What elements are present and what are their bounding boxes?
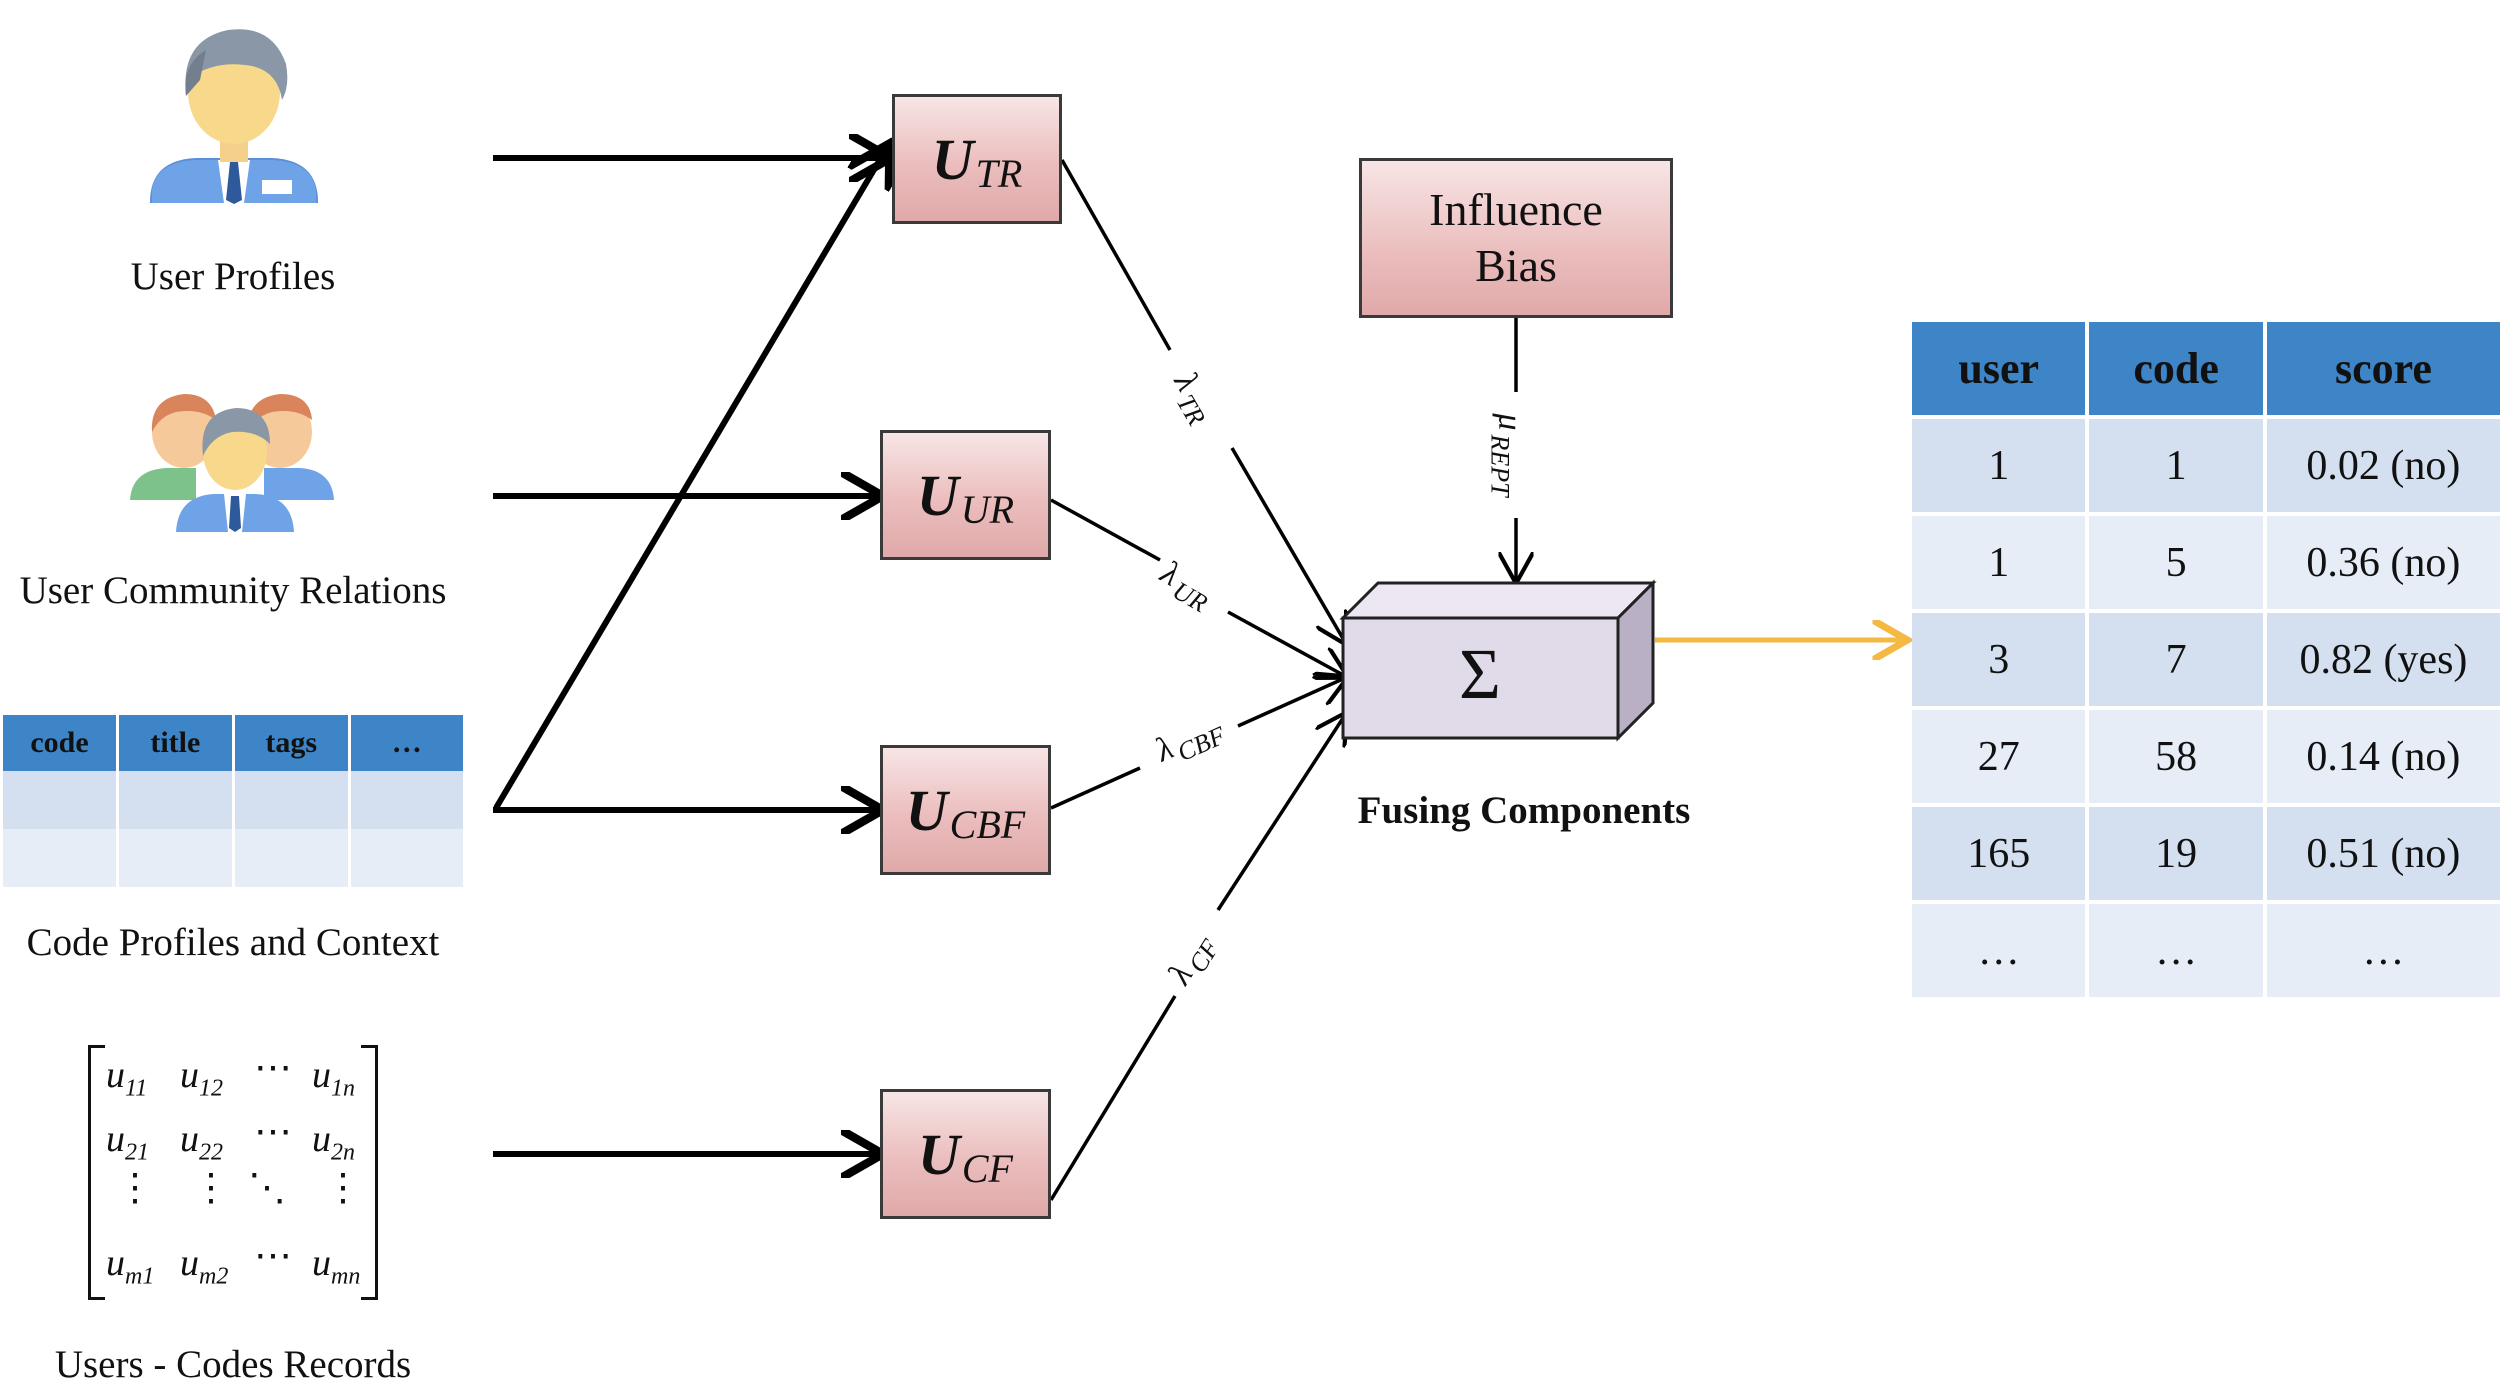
out-cell-score: 0.02 (no) — [2266, 419, 2500, 512]
out-header-code: code — [2089, 322, 2263, 415]
table-row: 165 19 0.51 (no) — [1912, 807, 2500, 900]
matrix-cell-u2n: u2n — [312, 1118, 355, 1166]
sigma-symbol: Σ — [1459, 634, 1501, 714]
out-cell-score: 0.51 (no) — [2266, 807, 2500, 900]
code-table-cell — [350, 829, 463, 887]
arrow-code-to-tr — [493, 146, 888, 810]
out-cell-code: 19 — [2089, 807, 2263, 900]
matrix-left-bracket — [88, 1045, 105, 1300]
out-cell-score: … — [2266, 904, 2500, 997]
arrow-cf-to-fusion-b — [1216, 715, 1345, 911]
code-table-header-code: code — [3, 715, 116, 771]
arrow-ur-to-fusion-a — [1050, 498, 1161, 562]
community-relations-label: User Community Relations — [19, 569, 447, 612]
influence-bias-line1: Influence — [1429, 184, 1603, 235]
fusing-components-label: Fusing Components — [1357, 789, 1691, 832]
matrix-cell-u22: u22 — [180, 1118, 223, 1166]
user-code-matrix: u11 u12 ⋯ u1n u21 u22 ⋯ u2n ⋮ ⋮ ⋱ ⋮ um1 … — [88, 1045, 378, 1300]
matrix-right-bracket — [361, 1045, 378, 1300]
matrix-cell-um1: um1 — [106, 1242, 155, 1290]
out-cell-code: 5 — [2089, 516, 2263, 609]
out-cell-code: 1 — [2089, 419, 2263, 512]
table-row: 1 1 0.02 (no) — [1912, 419, 2500, 512]
records-label: Users - Codes Records — [54, 1343, 412, 1386]
arrow-cbf-to-fusion-a — [1050, 766, 1141, 810]
code-table-cell — [118, 771, 232, 829]
out-cell-code: … — [2089, 904, 2263, 997]
user-profiles-label: User Profiles — [130, 255, 336, 298]
arrow-ur-to-fusion-b — [1227, 610, 1345, 676]
score-output-table: user code score 1 1 0.02 (no) 1 5 0.36 (… — [1908, 318, 2504, 1001]
matrix-cell-u21: u21 — [106, 1118, 149, 1166]
matrix-cell-u12: u12 — [180, 1054, 223, 1102]
single-user-icon — [150, 29, 318, 204]
code-profile-table: code title tags … — [0, 715, 466, 887]
out-cell-user: 165 — [1912, 807, 2086, 900]
user-group-icon — [130, 394, 334, 532]
matrix-cell-u11: u11 — [106, 1054, 148, 1102]
code-table-cell — [3, 771, 116, 829]
code-table-header-tags: tags — [234, 715, 348, 771]
out-header-user: user — [1912, 322, 2086, 415]
arrow-cf-to-fusion-a — [1049, 995, 1177, 1201]
out-cell-user: 3 — [1912, 613, 2086, 706]
matrix-ddots: ⋱ — [248, 1167, 286, 1209]
matrix-vdots: ⋮ — [116, 1167, 154, 1209]
arrow-tr-to-fusion — [1060, 159, 1172, 351]
code-table-cell — [118, 829, 232, 887]
matrix-hdots: ⋯ — [254, 1235, 292, 1277]
matrix-vdots: ⋮ — [192, 1167, 230, 1209]
out-cell-code: 58 — [2089, 710, 2263, 803]
arrow-cbf-to-fusion-b — [1237, 678, 1345, 728]
matrix-cell-umn: umn — [312, 1242, 361, 1290]
matrix-hdots: ⋯ — [254, 1047, 292, 1089]
out-cell-user: 1 — [1912, 419, 2086, 512]
bias-weight-label: μREPT — [1485, 413, 1529, 497]
matrix-cell-u1n: u1n — [312, 1054, 355, 1102]
influence-bias-box: Influence Bias — [1359, 158, 1673, 318]
fusion-box — [1339, 579, 1657, 742]
code-table-cell — [234, 829, 348, 887]
matrix-cell-um2: um2 — [180, 1242, 229, 1290]
matrix-vdots: ⋮ — [324, 1167, 362, 1209]
code-table-cell — [3, 829, 116, 887]
table-row: 1 5 0.36 (no) — [1912, 516, 2500, 609]
out-cell-score: 0.36 (no) — [2266, 516, 2500, 609]
arrow-tr-to-fusion-tip — [1230, 447, 1345, 642]
code-table-cell — [350, 771, 463, 829]
table-row: 3 7 0.82 (yes) — [1912, 613, 2500, 706]
out-cell-score: 0.14 (no) — [2266, 710, 2500, 803]
out-cell-score: 0.82 (yes) — [2266, 613, 2500, 706]
out-header-score: score — [2266, 322, 2500, 415]
out-cell-user: 27 — [1912, 710, 2086, 803]
code-profiles-label: Code Profiles and Context — [26, 921, 440, 964]
table-row: … … … — [1912, 904, 2500, 997]
table-row: 27 58 0.14 (no) — [1912, 710, 2500, 803]
code-table-header-more: … — [350, 715, 463, 771]
out-cell-user: 1 — [1912, 516, 2086, 609]
code-table-header-title: title — [118, 715, 232, 771]
out-cell-user: … — [1912, 904, 2086, 997]
matrix-hdots: ⋯ — [254, 1111, 292, 1153]
influence-bias-line2: Bias — [1475, 240, 1557, 291]
out-cell-code: 7 — [2089, 613, 2263, 706]
code-table-cell — [234, 771, 348, 829]
